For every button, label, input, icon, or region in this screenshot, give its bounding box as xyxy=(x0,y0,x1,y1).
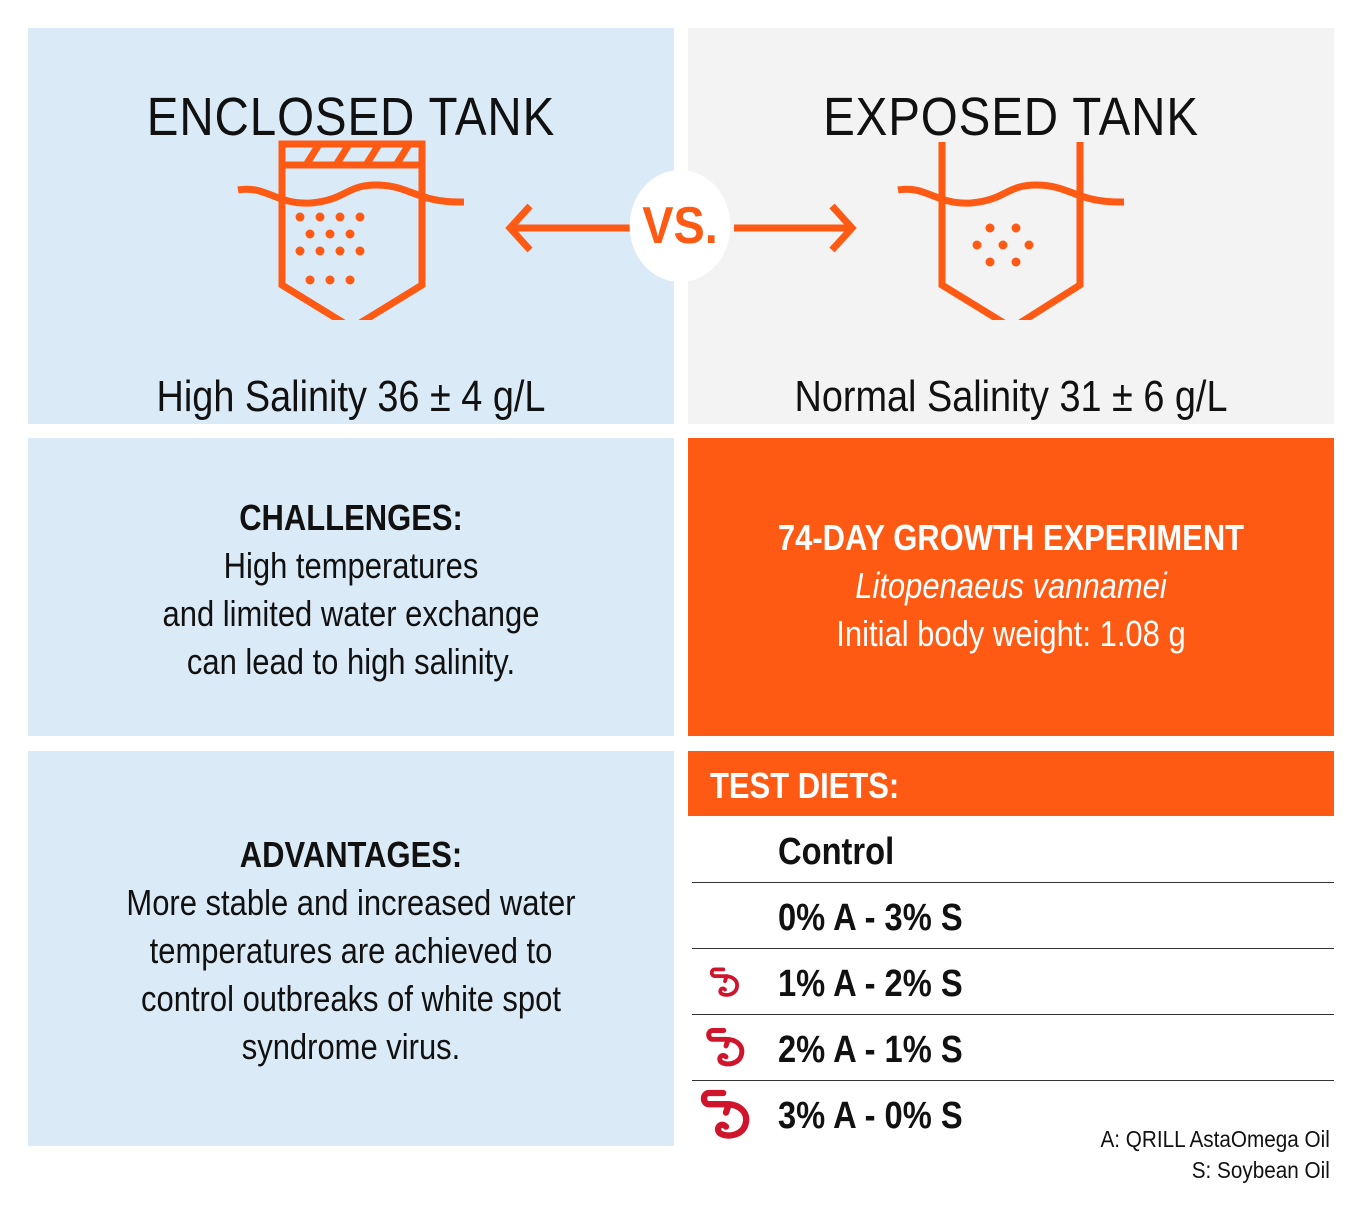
diet-label: 3% A - 0% S xyxy=(778,1095,963,1137)
shrimp-icon xyxy=(706,1028,745,1067)
advantages-panel: ADVANTAGES: More stable and increased wa… xyxy=(28,751,674,1146)
exposed-tank-icon xyxy=(897,142,1125,320)
experiment-text: 74-DAY GROWTH EXPERIMENT Litopenaeus van… xyxy=(733,514,1289,658)
challenges-line: can lead to high salinity. xyxy=(186,641,516,682)
diet-row: 1% A - 2% S xyxy=(692,949,1334,1015)
advantages-heading: ADVANTAGES: xyxy=(239,834,463,875)
test-diets-heading-text: TEST DIETS: xyxy=(710,765,900,806)
experiment-weight: Initial body weight: 1.08 g xyxy=(836,613,1186,654)
diet-row: 2% A - 1% S xyxy=(692,1015,1334,1081)
legend: A: QRILL AstaOmega Oil S: Soybean Oil xyxy=(1101,1124,1330,1186)
experiment-panel: 74-DAY GROWTH EXPERIMENT Litopenaeus van… xyxy=(688,438,1334,736)
challenges-line: and limited water exchange xyxy=(162,593,540,634)
enclosed-tank-icon xyxy=(237,140,465,320)
diet-row: Control xyxy=(692,817,1334,883)
challenges-text: CHALLENGES: High temperatures and limite… xyxy=(73,494,629,686)
diet-row: 0% A - 3% S xyxy=(692,883,1334,949)
diet-row: 3% A - 0% S xyxy=(692,1081,1334,1147)
legend-s: S: Soybean Oil xyxy=(1191,1157,1330,1183)
experiment-heading: 74-DAY GROWTH EXPERIMENT xyxy=(777,517,1245,558)
advantages-text: ADVANTAGES: More stable and increased wa… xyxy=(73,831,629,1071)
advantages-line: More stable and increased water xyxy=(126,882,576,923)
shrimp-icon xyxy=(700,1089,750,1139)
advantages-line: temperatures are achieved to xyxy=(149,930,553,971)
test-diets-heading: TEST DIETS: xyxy=(688,751,1334,816)
enclosed-salinity: High Salinity 36 ± 4 g/L xyxy=(156,372,546,421)
vs-badge: VS. xyxy=(629,170,731,282)
challenges-line: High temperatures xyxy=(223,545,479,586)
legend-a: A: QRILL AstaOmega Oil xyxy=(1100,1126,1330,1152)
diet-label: 1% A - 2% S xyxy=(778,963,963,1005)
experiment-species: Litopenaeus vannamei xyxy=(855,565,1167,606)
enclosed-tank-title: ENCLOSED TANK xyxy=(146,87,556,147)
exposed-salinity: Normal Salinity 31 ± 6 g/L xyxy=(794,372,1228,421)
arrow-left-icon xyxy=(505,203,630,253)
diet-label: 2% A - 1% S xyxy=(778,1029,963,1071)
challenges-panel: CHALLENGES: High temperatures and limite… xyxy=(28,438,674,736)
diet-label: Control xyxy=(778,831,895,873)
shrimp-icon xyxy=(709,967,739,997)
challenges-heading: CHALLENGES: xyxy=(239,497,463,538)
exposed-tank-title: EXPOSED TANK xyxy=(823,87,1199,147)
arrow-right-icon xyxy=(734,203,857,253)
advantages-line: control outbreaks of white spot xyxy=(141,978,561,1019)
advantages-line: syndrome virus. xyxy=(241,1026,461,1067)
diet-label: 0% A - 3% S xyxy=(778,897,963,939)
